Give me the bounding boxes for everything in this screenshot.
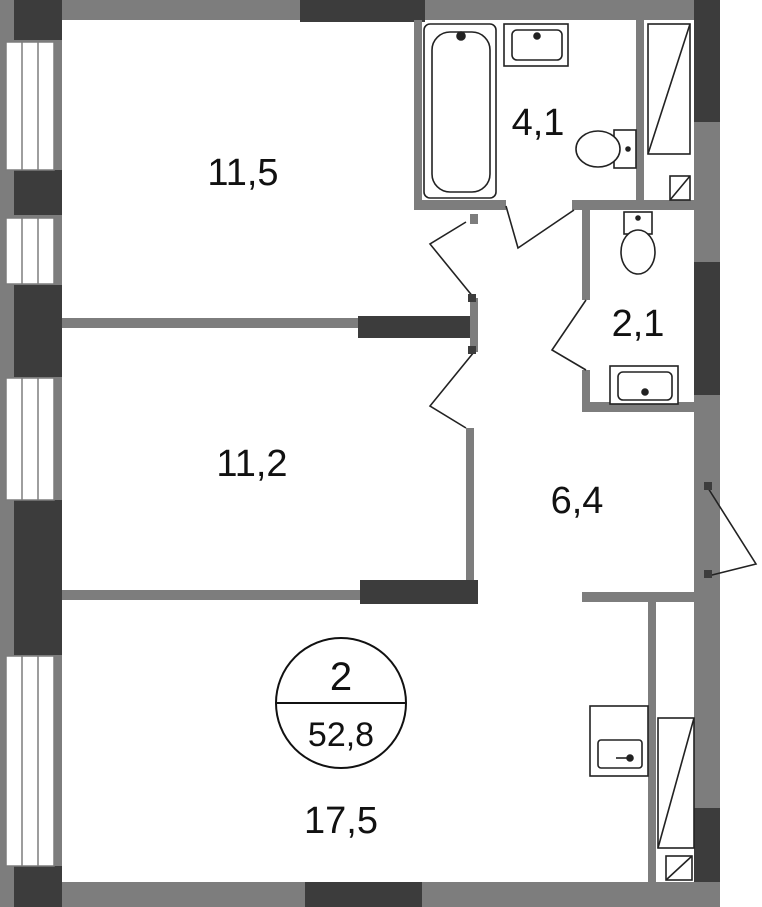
outer-walls [0, 0, 720, 907]
wall-bedroom-top-divider-dark [358, 316, 478, 338]
window-4 [5, 655, 55, 867]
wall-toilet-bottom [582, 402, 694, 412]
wall-kitchen-column [648, 600, 656, 882]
wall-hall-vertical-2 [470, 298, 478, 352]
bathroom-sink-icon [503, 23, 569, 67]
room-area-hallway: 6,4 [551, 480, 604, 522]
bathroom-toilet-icon [575, 129, 637, 169]
badge-rooms-count: 2 [330, 655, 352, 699]
wall-right [694, 0, 720, 907]
wall-left-dark-5 [14, 866, 62, 907]
wall-toilet-left-bottom [582, 370, 590, 410]
door-bathroom [505, 205, 575, 250]
wall-left-dark-1 [14, 0, 62, 40]
wall-right-dark-1 [694, 0, 720, 122]
wall-hall-vertical-3 [470, 214, 478, 224]
wall-toilet-left-top [582, 210, 590, 300]
door-entrance [707, 487, 758, 577]
wall-shaft-left [636, 20, 644, 202]
wall-bedroom-bottom-divider [62, 590, 360, 600]
wall-kitchen-top [582, 592, 694, 602]
room-area-bathroom: 4,1 [512, 102, 565, 144]
wall-right-dark-2 [694, 262, 720, 395]
fixtures [423, 23, 695, 881]
wall-bottom-dark [305, 882, 422, 907]
door-bedroom-middle [428, 351, 475, 429]
doors [428, 205, 758, 578]
wall-top-dark [300, 0, 425, 22]
wall-bedroom-bottom-divider-dark [360, 580, 478, 604]
room-area-toilet: 2,1 [612, 303, 665, 345]
wall-bathroom-bottom-right [572, 200, 694, 210]
wc-toilet-icon [620, 211, 656, 275]
wall-bathroom-left [414, 20, 422, 210]
room-labels: 11,5 11,2 17,5 4,1 2,1 6,4 [207, 102, 664, 842]
room-area-bedroom-top: 11,5 [207, 152, 278, 194]
door-bedroom-top [428, 221, 475, 299]
wc-sink-icon [609, 365, 679, 405]
interior-walls [62, 20, 694, 882]
bathtub-icon [423, 23, 497, 199]
wall-left-dark-2 [14, 170, 62, 215]
wall-left-dark-3 [14, 285, 62, 377]
room-area-bedroom-middle: 11,2 [216, 443, 287, 485]
door-toilet [550, 299, 587, 371]
ventilation-shaft-icon [647, 23, 691, 201]
room-area-living-room: 17,5 [304, 800, 378, 842]
wall-bathroom-bottom [414, 200, 506, 210]
kitchen-sink-icon [589, 705, 649, 777]
wall-left-dark-4 [14, 500, 62, 655]
window-1 [5, 41, 55, 171]
windows [5, 41, 55, 867]
kitchen-counter-icon [657, 717, 695, 881]
apartment-badge: 2 52,8 [275, 637, 407, 769]
badge-total-area: 52,8 [308, 716, 374, 754]
window-2 [5, 217, 55, 285]
wall-bedroom-top-divider [62, 318, 358, 328]
wall-hall-vertical-1 [466, 428, 474, 580]
window-3 [5, 377, 55, 501]
